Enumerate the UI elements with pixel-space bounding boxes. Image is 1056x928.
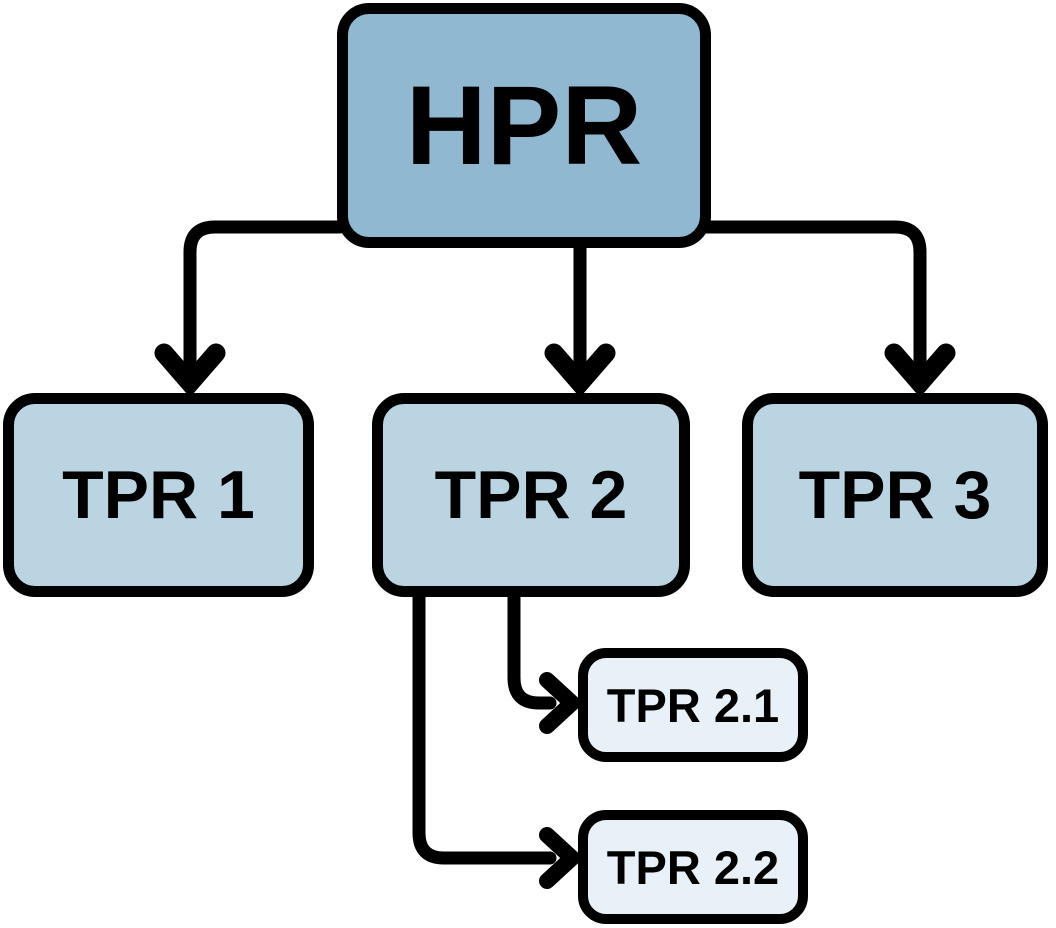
connector-hpr-tpr3	[700, 220, 956, 398]
node-tpr22-label: TPR 2.2	[606, 840, 780, 894]
edge-line	[412, 583, 557, 865]
node-tpr1: TPR 1	[3, 393, 314, 597]
edge-line	[183, 220, 347, 381]
connector-hpr-tpr2	[544, 233, 616, 398]
node-tpr22: TPR 2.2	[578, 810, 808, 924]
node-tpr2-label: TPR 2	[434, 457, 628, 533]
node-hpr: HPR	[337, 3, 711, 248]
node-tpr21: TPR 2.1	[578, 648, 808, 762]
edge-line	[700, 220, 927, 381]
node-tpr2: TPR 2	[372, 393, 690, 597]
arrowhead-right-icon	[539, 672, 584, 734]
edge-line	[507, 583, 557, 710]
node-tpr1-label: TPR 1	[62, 457, 255, 533]
arrowhead-down-icon	[154, 343, 226, 398]
connector-tpr2-tpr22	[412, 583, 584, 889]
arrowhead-down-icon	[544, 343, 616, 398]
connector-hpr-tpr1	[154, 220, 347, 398]
arrowhead-down-icon	[884, 343, 956, 398]
connector-tpr2-tpr21	[507, 583, 584, 734]
node-tpr3: TPR 3	[742, 393, 1048, 597]
arrowhead-right-icon	[539, 827, 584, 889]
node-tpr21-label: TPR 2.1	[606, 678, 780, 732]
node-tpr3-label: TPR 3	[798, 457, 992, 533]
node-hpr-label: HPR	[405, 62, 643, 188]
